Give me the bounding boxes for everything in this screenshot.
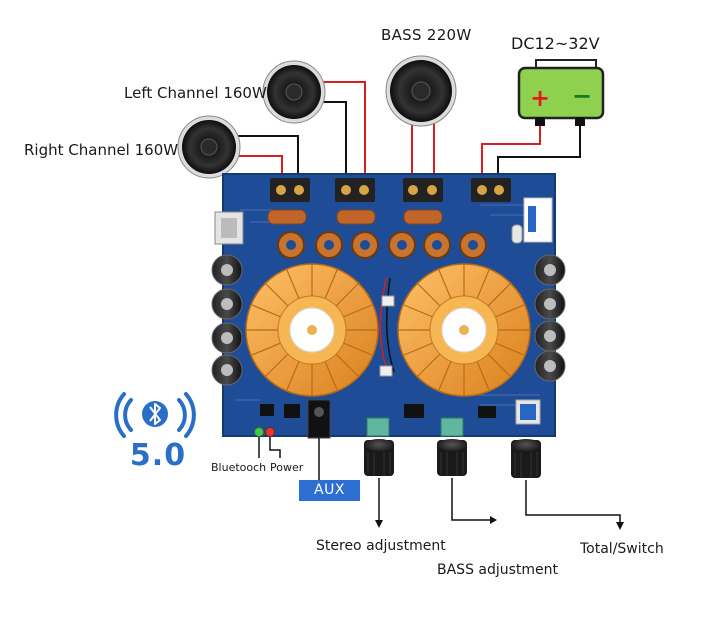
dc-input-label: DC12~32V [511, 34, 600, 53]
aux-label: AUX [299, 480, 360, 501]
knob-bass [437, 439, 467, 476]
bluetooth-icon [114, 392, 196, 438]
terminal-blocks [270, 178, 511, 202]
bluetooth-version: 5.0 [129, 438, 187, 473]
knob-total-switch [511, 439, 541, 478]
speaker-right-channel [177, 115, 241, 179]
battery-minus-symbol: − [572, 82, 593, 110]
heatsink-right [397, 263, 531, 397]
bass-speaker-label: BASS 220W [381, 26, 472, 44]
aux-jack [307, 399, 331, 439]
stereo-adjustment-label: Stereo adjustment [316, 538, 446, 554]
leader-lines [258, 437, 621, 522]
left-channel-label: Left Channel 160W [124, 84, 267, 102]
circuit-board [211, 173, 566, 439]
battery-plus-symbol: + [530, 84, 551, 112]
bluetooth-led [254, 427, 264, 437]
bass-adjustment-label: BASS adjustment [437, 562, 559, 578]
power-led-label: Power [270, 461, 304, 474]
speaker-left-channel [262, 60, 326, 124]
inductors [277, 231, 487, 259]
speaker-bass [385, 55, 457, 127]
battery-icon [517, 59, 605, 126]
heatsink-left [245, 263, 379, 397]
total-switch-label: Total/Switch [580, 541, 664, 557]
right-channel-label: Right Channel 160W [24, 141, 179, 159]
arrow-heads [375, 516, 624, 530]
bluetooth-led-label: Bluetooch [211, 461, 267, 474]
knob-stereo [364, 439, 394, 476]
capacitors-right [534, 254, 566, 382]
capacitors-left [211, 254, 243, 386]
power-led [265, 427, 275, 437]
